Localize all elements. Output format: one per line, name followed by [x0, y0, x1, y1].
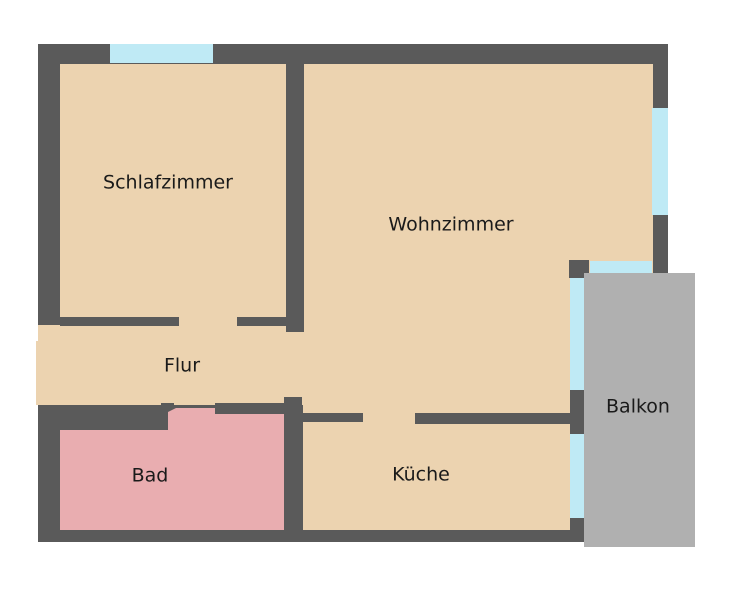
window-wohnzimmer-east	[652, 108, 668, 215]
wall-bad-top-left	[60, 420, 165, 430]
window-balkon-door-upper	[570, 278, 584, 390]
label-balkon: Balkon	[606, 396, 670, 418]
wall-balkon-mid	[570, 390, 586, 434]
wall-bad-top-right	[215, 403, 285, 414]
label-schlafzimmer: Schlafzimmer	[103, 172, 233, 194]
flur-to-wohnzimmer-opening	[285, 333, 307, 397]
window-kueche-balkon	[570, 434, 584, 518]
window-balkon-top	[590, 261, 652, 273]
wall-schlafzimmer-flur-right	[237, 317, 287, 326]
wohnzimmer-lower-extension	[303, 260, 570, 413]
wall-flur-kueche	[284, 397, 302, 530]
wall-balkon-bottom	[570, 518, 586, 542]
wall-schlafzimmer-wohnzimmer	[286, 64, 304, 332]
label-kueche: Küche	[392, 464, 450, 486]
label-flur: Flur	[164, 355, 200, 377]
wall-kueche-top-right	[415, 413, 575, 424]
entrance-opening	[36, 341, 62, 405]
room-balkon	[584, 273, 695, 547]
wall-kueche-top-left	[300, 413, 363, 422]
room-flur	[38, 325, 303, 405]
room-kueche	[303, 420, 570, 530]
schlafzimmer-door-gap	[178, 310, 238, 330]
room-schlafzimmer	[60, 64, 287, 318]
kueche-door-gap	[363, 405, 415, 425]
window-schlafzimmer	[110, 44, 213, 63]
label-bad: Bad	[132, 465, 169, 487]
wall-schlafzimmer-flur-left	[60, 317, 179, 326]
room-bad	[60, 408, 284, 530]
label-wohnzimmer: Wohnzimmer	[388, 214, 513, 236]
